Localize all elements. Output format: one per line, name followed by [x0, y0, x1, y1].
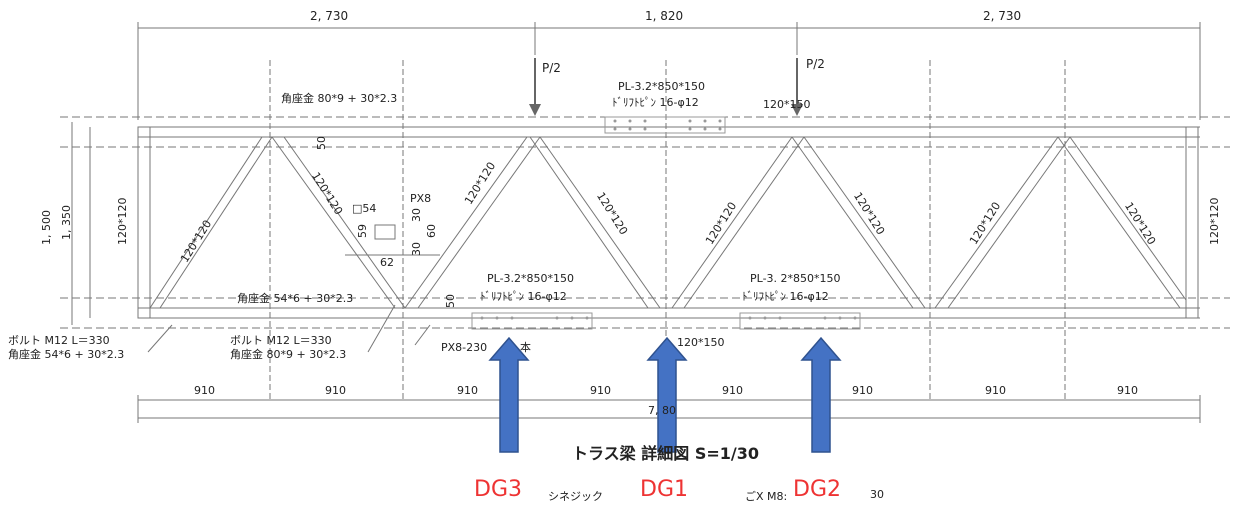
top-dim-1: 2, 730 [310, 9, 349, 23]
load-label-right: P/2 [806, 57, 825, 71]
top-chord-label: 120*150 [763, 98, 811, 111]
end-post-left-label: 120*120 [116, 197, 129, 246]
bottom-angle-washer: 角座金 54*6 + 30*2.3 [237, 292, 354, 305]
hon-label: 本 [520, 341, 531, 354]
bottom-splice-left-plate: PL-3.2*850*150 [487, 272, 575, 285]
top-dim-3: 2, 730 [983, 9, 1022, 23]
bottom-splice-right-plate: PL-3. 2*850*150 [750, 272, 841, 285]
end-post-right-label: 120*120 [1208, 197, 1221, 246]
detail-60: 60 [425, 224, 438, 238]
mid-bolt-spec: ボルト M12 L＝330 [230, 334, 332, 347]
dg2-arrow [800, 336, 842, 453]
dg3-arrow [488, 336, 530, 453]
bottom-dim-3: 910 [457, 384, 478, 397]
px-label: PX8-230 [441, 341, 488, 354]
load-label-left: P/2 [542, 61, 561, 75]
dim-50-top: 50 [315, 136, 328, 150]
bottom-dim-4: 910 [590, 384, 611, 397]
top-splice-plate: PL-3.2*850*150 [618, 80, 706, 93]
top-splice-pins: ﾄﾞﾘﾌﾄﾋﾟﾝ 16-φ12 [612, 96, 699, 109]
dg1-arrow [646, 336, 688, 453]
bottom-splice-left-pins: ﾄﾞﾘﾌﾄﾋﾟﾝ 16-φ12 [480, 290, 567, 303]
detail-59: 59 [356, 224, 369, 238]
bottom-dim-8: 910 [1117, 384, 1138, 397]
dg2-label: DG2 [793, 477, 841, 502]
left-washer-spec: 角座金 54*6 + 30*2.3 [8, 348, 125, 361]
footer-note-2: ごX M8: [745, 490, 788, 503]
bottom-dim-6: 910 [852, 384, 873, 397]
dg1-label: DG1 [640, 477, 688, 502]
detail-30b: 30 [410, 242, 423, 256]
left-dim-1500: 1, 500 [40, 210, 53, 245]
mid-washer-spec: 角座金 80*9 + 30*2.3 [230, 348, 347, 361]
footer-note-3: 30 [870, 488, 884, 501]
bottom-dim-5: 910 [722, 384, 743, 397]
drawing-title: トラス梁 詳細図 S=1/30 [572, 444, 759, 463]
bottom-chord-label: 120*150 [677, 336, 725, 349]
dim-50-bottom: 50 [444, 294, 457, 308]
detail-62: 62 [380, 256, 394, 269]
bottom-splice-right-pins: ﾄﾞﾘﾌﾄﾋﾟﾝ 16-φ12 [742, 290, 829, 303]
detail-square: □54 [352, 202, 377, 215]
top-angle-washer: 角座金 80*9 + 30*2.3 [281, 92, 398, 105]
detail-px: PX8 [410, 192, 432, 205]
dg3-label: DG3 [474, 477, 522, 502]
top-dim-2: 1, 820 [645, 9, 684, 23]
dg-arrows [488, 336, 842, 453]
bottom-dim-7: 910 [985, 384, 1006, 397]
left-bolt-spec: ボルト M12 L＝330 [8, 334, 110, 347]
total-dim: 7, 80 [648, 404, 676, 417]
bottom-dim-1: 910 [194, 384, 215, 397]
left-dim-1350: 1, 350 [60, 205, 73, 240]
bottom-dim-2: 910 [325, 384, 346, 397]
detail-30a: 30 [410, 208, 423, 222]
footer-note-1: シネジック [548, 490, 603, 503]
